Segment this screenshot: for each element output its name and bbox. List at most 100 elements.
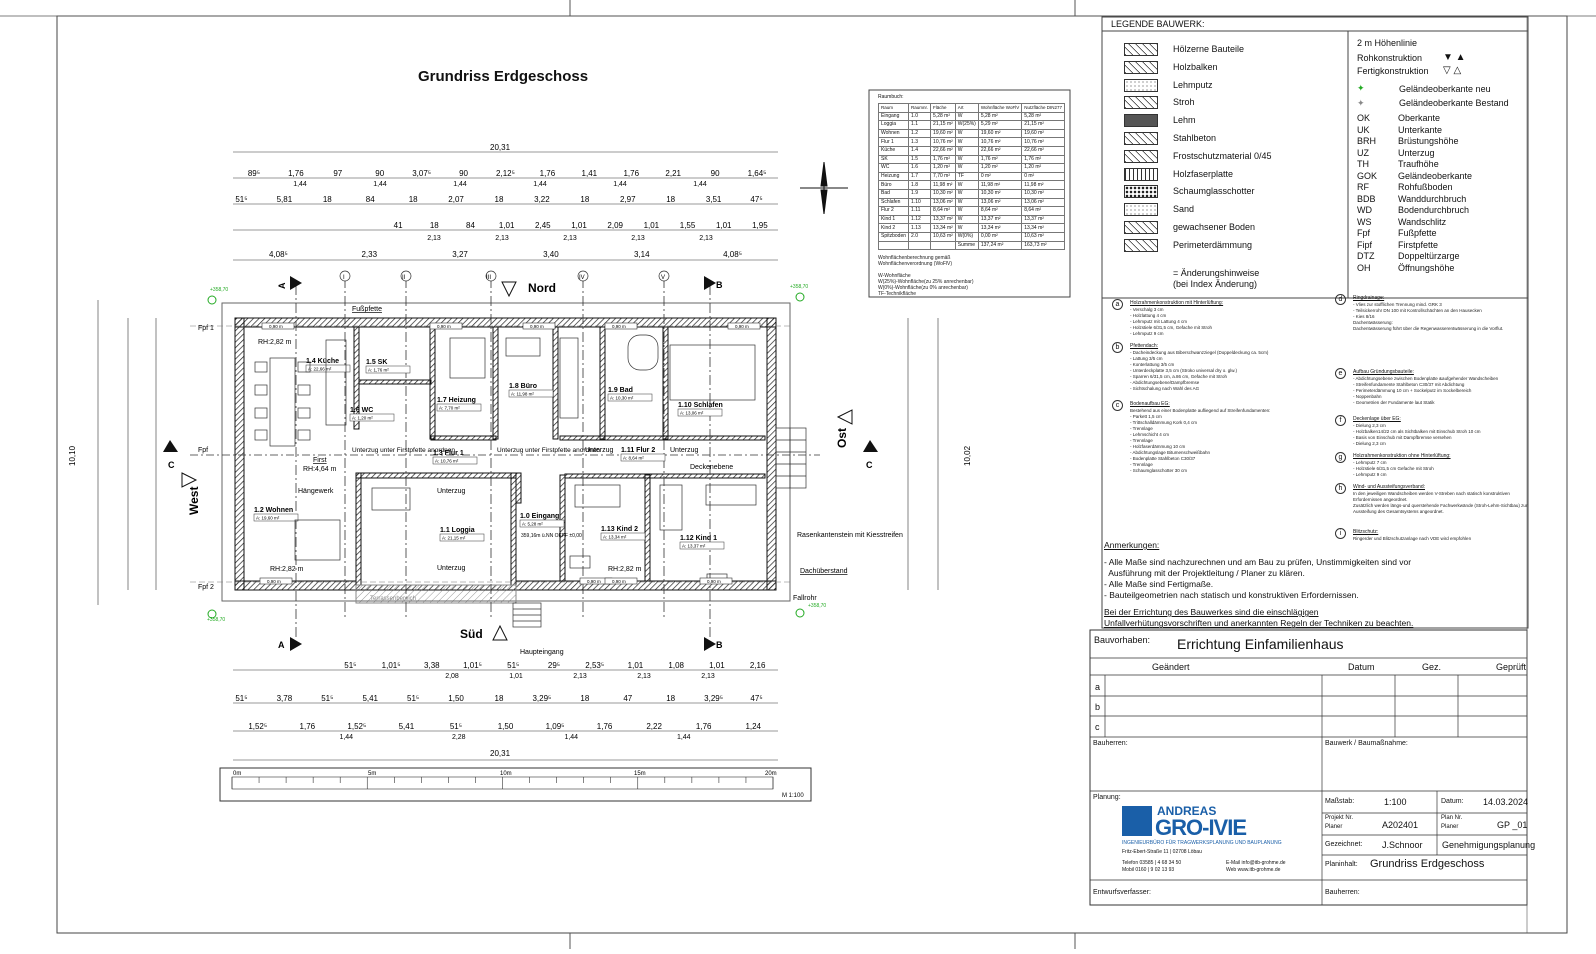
dimension-value: 18 [495, 694, 504, 703]
room-table-cell: 1,76 m² [1021, 154, 1065, 165]
dimension-value: 3,14 [634, 250, 650, 259]
room-table-cell: 21,15 m² [930, 120, 956, 130]
fertigkonstruktion-icon: ▽ △ [1443, 65, 1462, 76]
tb-drawn-label: Gezeichnet: [1325, 841, 1363, 848]
note-heading: Blitzschutz: [1353, 529, 1379, 535]
dimension-value: 5,41 [362, 694, 378, 703]
dimension-value: 2,13 [701, 673, 715, 680]
room-area-box [436, 403, 482, 412]
note-marker: i [1335, 528, 1346, 539]
dimension-lines [97, 151, 939, 761]
room-area-box [305, 364, 351, 373]
dim-right-total: 10,02 [963, 445, 972, 466]
room-table-cell: Wohnen [877, 128, 910, 139]
legend-abbr-key: OH [1357, 262, 1371, 273]
sheet-frame [56, 15, 1568, 934]
room-table-cell: 1,20 m² [977, 163, 1023, 173]
room-table-cell: 1,76 m² [930, 154, 956, 165]
scale-bar-ticks [231, 777, 774, 789]
dimension-value: 4,08⁵ [269, 250, 288, 259]
tb-drawn: J.Schnoor [1382, 840, 1423, 850]
company-mobile: Mobil 0160 | 9 02 13 93 [1122, 867, 1175, 873]
room-table-cell: 19,60 m² [1021, 128, 1065, 139]
remarks-heading: Anmerkungen: [1104, 540, 1160, 550]
room-table-cell: 1.13 [908, 223, 932, 233]
dimension-value: 1,09⁵ [546, 722, 565, 731]
room-area: A: 1,76 m² [368, 368, 389, 373]
compass-north: Nord [528, 281, 556, 295]
dimension-value: 3,22 [534, 195, 550, 204]
legend-fertigkonstruktion: Fertigkonstruktion [1357, 66, 1429, 76]
window-width: 0,90 m [530, 324, 544, 329]
ann-rh1: RH:2,82 m [258, 339, 292, 346]
ann-unterzug-loggia2: Unterzug [437, 565, 466, 572]
room-table-cell: W [954, 188, 979, 199]
tb-projno-label: Projekt Nr. [1325, 815, 1354, 821]
dimension-value: 1,01 [499, 221, 515, 230]
legend-swatch [1124, 203, 1158, 217]
tb-planner: Planung: [1093, 794, 1121, 801]
room-table-cell: 0 m² [977, 171, 1023, 182]
tb-planer-label: Planer [1325, 824, 1343, 830]
dimension-value: 3,29⁵ [704, 694, 723, 703]
window [261, 322, 295, 330]
furniture [254, 334, 757, 583]
note-body: - Dielung 2,3 cm - Holzbalken14/22 cm al… [1353, 423, 1481, 446]
room-table-caption: Raumbuch: [878, 94, 904, 100]
dimension-value: 1,01 [716, 221, 732, 230]
note-marker: c [1112, 400, 1123, 411]
dimension-value: 18 [580, 694, 589, 703]
tb-planno: GP _01 [1497, 820, 1528, 830]
legend-swatch [1124, 238, 1158, 252]
ann-haupteingang: Haupteingang [520, 649, 564, 656]
room-table-cell: 5,28 m² [930, 111, 956, 122]
room-table-cell: Kind 1 [877, 214, 910, 225]
dimension-value: 2,22 [646, 722, 662, 731]
tb-client2: Bauherren: [1325, 889, 1360, 896]
room-name: 1.1 Loggia [440, 527, 475, 534]
dimension-value: 1,44 [677, 734, 691, 741]
room-table-cell: 13,06 m² [977, 197, 1023, 208]
dimension-value: 1,01 [571, 221, 587, 230]
scale-label: M 1:100 [782, 793, 804, 799]
tb-phase: Genehmigungsplanung [1442, 840, 1536, 850]
remark-line: - Alle Maße sind nachzurechnen und am Ba… [1104, 557, 1412, 567]
dimension-value: 18 [323, 195, 332, 204]
dimension-value: 29⁵ [548, 661, 560, 670]
legend-abbr-key: DTZ [1357, 251, 1375, 261]
north-triangle [501, 281, 517, 298]
room-table-frame [868, 89, 1071, 298]
room-area: A: 21,15 m² [442, 536, 466, 541]
company-web: Web www.itb-grohme.de [1226, 867, 1281, 873]
legend-material-label: Frostschutzmaterial 0/45 [1173, 150, 1272, 161]
ann-deckenebene: Deckenebene [690, 464, 733, 471]
north-arrow [800, 161, 848, 215]
room-table-cell: 10,76 m² [930, 137, 956, 147]
ann-unterzug-1: Unterzug unter Firstpfette anordnen [352, 447, 455, 454]
note-marker: a [1112, 299, 1123, 310]
dimension-value: 1,44 [453, 181, 467, 188]
room-name: 1.0 Eingang [520, 513, 559, 520]
note-heading: Pfettendach: [1130, 343, 1159, 349]
room-table-cell: 0 m² [1021, 171, 1065, 182]
dimension-value: 1,76 [597, 722, 613, 731]
axis-2: II [402, 275, 406, 281]
note-heading: Bodenaufbau EG: [1130, 401, 1170, 407]
dimension-value: 90 [375, 169, 384, 178]
window-width: 0,90 m [437, 324, 451, 329]
legend-abbr-value: Brüstungshöhe [1398, 136, 1459, 146]
dimension-value: 51⁵ [407, 694, 419, 703]
legend-abbr-value: Unterkante [1398, 124, 1443, 135]
remarks: Anmerkungen: - Alle Maße sind nachzurech… [1104, 540, 1413, 629]
tb-gez-head: Gez. [1422, 662, 1442, 672]
room-name: 1.6 WC [350, 407, 373, 414]
legend-material-label: Lehm [1173, 115, 1196, 126]
legend-swatch [1124, 96, 1158, 110]
